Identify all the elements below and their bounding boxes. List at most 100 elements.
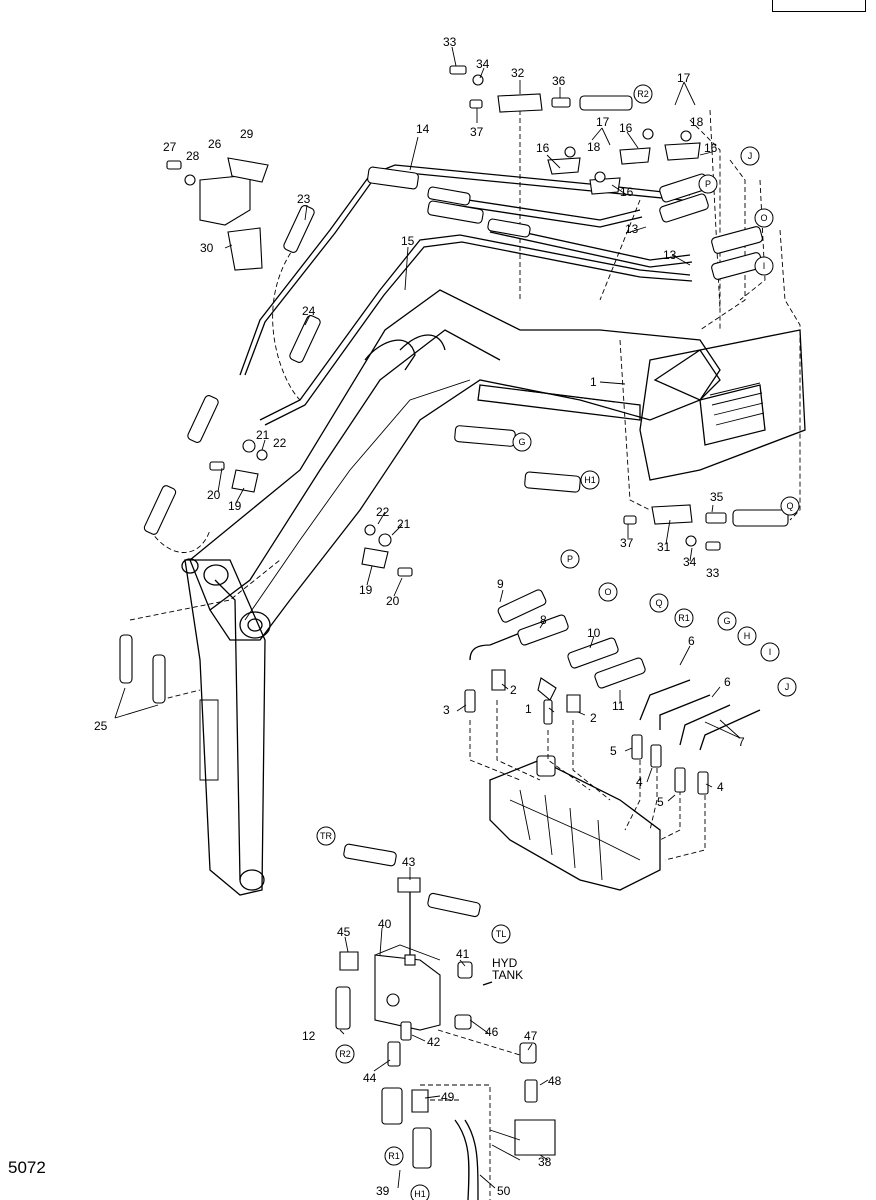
connector-marker: R2 (633, 84, 653, 104)
part-label: 31 (657, 540, 671, 554)
svg-text:I: I (763, 261, 766, 271)
part-label: 1 (590, 375, 597, 389)
part-label: 13 (625, 222, 639, 236)
part-label: 7 (738, 735, 745, 749)
boom-arm (189, 289, 806, 641)
part-label: 50 (497, 1184, 511, 1198)
connection-markers: R2 J P O I G H1 Q P O Q R1 G H I J TR TL… (316, 84, 800, 1200)
part-label: 18 (587, 140, 601, 154)
svg-text:R2: R2 (637, 89, 649, 99)
connector-marker: TL (491, 924, 511, 944)
part-label: 16 (619, 121, 633, 135)
part-label: 8 (540, 613, 547, 627)
svg-text:Q: Q (786, 501, 793, 511)
svg-text:J: J (748, 151, 753, 161)
part-label: 47 (524, 1029, 538, 1043)
part-label: 9 (497, 577, 504, 591)
tank-return-block (335, 843, 556, 1200)
part-label: 35 (710, 490, 724, 504)
connector-marker: P (560, 549, 580, 569)
part-number-labels: 33 34 32 36 17 37 17 18 16 18 16 16 16 2… (94, 35, 745, 1198)
connector-marker: P (698, 174, 718, 194)
connector-marker: J (777, 677, 797, 697)
part-label: 11 (612, 699, 625, 713)
part-label: 25 (94, 719, 108, 733)
part-label: 20 (386, 594, 400, 608)
svg-text:R2: R2 (339, 1049, 351, 1059)
connector-marker: R1 (384, 1146, 404, 1166)
connector-marker: J (740, 146, 760, 166)
svg-text:G: G (723, 616, 730, 626)
part-label: 32 (511, 66, 525, 80)
part-label: 1 (525, 702, 532, 716)
part-label: 27 (163, 140, 177, 154)
part-label: 20 (207, 488, 221, 502)
tank-label: TANK (492, 968, 523, 982)
svg-text:H: H (744, 631, 751, 641)
part-label: 28 (186, 149, 200, 163)
part-label: 13 (663, 248, 677, 262)
svg-text:J: J (785, 682, 790, 692)
part-label: 2 (590, 711, 597, 725)
part-label: 42 (427, 1035, 441, 1049)
part-label: 19 (228, 499, 242, 513)
part-label: 34 (476, 57, 490, 71)
part-label: 41 (456, 947, 470, 961)
connector-marker: G (512, 432, 532, 452)
connector-marker: H1 (580, 470, 600, 490)
part-label: 2 (510, 683, 517, 697)
part-label: 37 (620, 536, 634, 550)
connector-marker: Q (780, 496, 800, 516)
tank-label: HYD (492, 956, 518, 970)
connector-marker: Q (649, 593, 669, 613)
control-valve-block (464, 589, 761, 891)
svg-text:TL: TL (496, 929, 507, 939)
connector-marker: G (717, 611, 737, 631)
svg-text:O: O (604, 587, 611, 597)
part-label: 16 (620, 185, 634, 199)
part-label: 37 (470, 125, 484, 139)
part-label: 22 (273, 436, 287, 450)
svg-text:G: G (518, 437, 525, 447)
svg-text:H1: H1 (414, 1189, 426, 1199)
part-label: 39 (376, 1184, 390, 1198)
figure-number: 5072 (8, 1158, 46, 1177)
part-label: 48 (548, 1074, 562, 1088)
part-label: 4 (717, 780, 724, 794)
connector-marker: TR (316, 826, 336, 846)
part-label: 44 (363, 1071, 377, 1085)
svg-text:TR: TR (320, 831, 332, 841)
part-label: 29 (240, 127, 254, 141)
part-label: 38 (538, 1155, 552, 1169)
part-label: 4 (636, 775, 643, 789)
connector-marker: I (760, 642, 780, 662)
part-label: 5 (610, 744, 617, 758)
part-label: 12 (302, 1029, 316, 1043)
part-label: 45 (337, 925, 351, 939)
part-label: 49 (441, 1090, 455, 1104)
part-label: 3 (443, 703, 450, 717)
connector-marker: R2 (335, 1044, 355, 1064)
part-label: 6 (724, 675, 731, 689)
part-label: 26 (208, 137, 222, 151)
svg-text:Q: Q (655, 598, 662, 608)
part-label: 33 (443, 35, 457, 49)
part-label: 14 (416, 122, 430, 136)
connector-marker: O (598, 582, 618, 602)
part-label: 43 (402, 855, 416, 869)
connector-marker: H (737, 626, 757, 646)
part-label: 16 (536, 141, 550, 155)
part-label: 40 (378, 917, 392, 931)
svg-text:R1: R1 (388, 1151, 400, 1161)
part-label: 6 (688, 634, 695, 648)
svg-text:P: P (567, 554, 573, 564)
part-label: 34 (683, 555, 697, 569)
connector-marker: H1 (410, 1184, 430, 1200)
part-label: 10 (587, 626, 601, 640)
svg-text:P: P (705, 179, 711, 189)
connector-marker: I (754, 256, 774, 276)
part-label: 17 (596, 115, 610, 129)
connector-marker: R1 (674, 608, 694, 628)
part-label: 24 (302, 304, 316, 318)
